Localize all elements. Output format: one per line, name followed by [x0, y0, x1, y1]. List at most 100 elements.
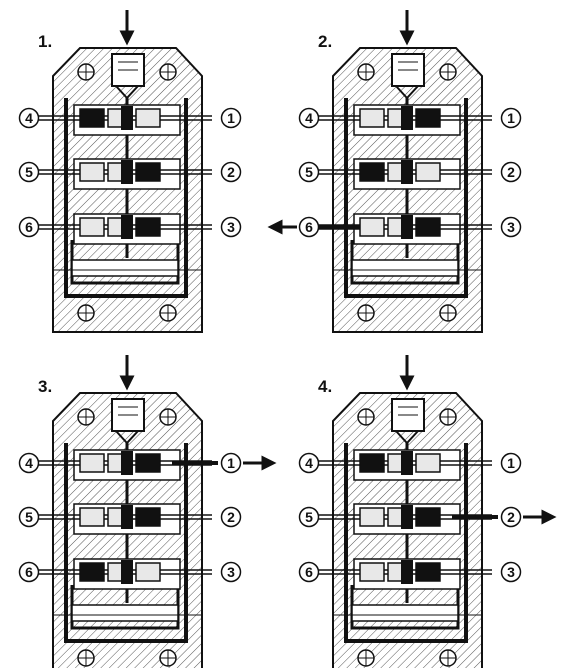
port-left-6: 6	[298, 216, 320, 238]
port-number: 2	[227, 509, 235, 525]
port-right-3: 3	[500, 561, 522, 583]
crosshair-circle-icon	[357, 63, 375, 81]
port-right-2: 2	[220, 506, 242, 528]
port-number: 2	[507, 164, 515, 180]
port-right-1: 1	[500, 452, 522, 474]
crosshair-circle-icon	[159, 304, 177, 322]
step-label: 1.	[38, 32, 52, 51]
spool-center	[401, 215, 413, 239]
return-channel	[344, 98, 468, 298]
bottom-chamber	[71, 259, 179, 277]
spool-land	[415, 217, 441, 237]
spool-land	[135, 507, 161, 527]
spool-center	[121, 106, 133, 130]
port-left-5: 5	[298, 161, 320, 183]
spool-land	[135, 162, 161, 182]
port-number: 2	[227, 164, 235, 180]
port-number: 5	[25, 509, 33, 525]
port-left-4: 4	[298, 107, 320, 129]
spool-center	[121, 160, 133, 184]
spool-land	[359, 507, 385, 527]
spool-land	[79, 453, 105, 473]
spool-land	[135, 217, 161, 237]
bottom-chamber	[351, 259, 459, 277]
port-right-3: 3	[220, 561, 242, 583]
port-number: 4	[305, 110, 313, 126]
crosshair-circle-icon	[159, 408, 177, 426]
spool-land	[359, 562, 385, 582]
spool-center	[121, 215, 133, 239]
crosshair-circle-icon	[77, 304, 95, 322]
port-left-6: 6	[18, 561, 40, 583]
spool-center	[121, 505, 133, 529]
spool-row-2	[38, 503, 212, 535]
spool-center	[121, 560, 133, 584]
spool-center	[401, 106, 413, 130]
port-number: 3	[227, 564, 235, 580]
spool-row-2	[38, 158, 212, 190]
port-number: 1	[507, 110, 515, 126]
port-number: 6	[25, 219, 33, 235]
spool-land	[79, 108, 105, 128]
bottom-chamber	[351, 604, 459, 622]
port-number: 2	[507, 509, 515, 525]
valve-panel-3: 3. 4 5 6 1 2 3	[18, 355, 277, 668]
spool-row-1	[38, 104, 212, 136]
step-label: 2.	[318, 32, 332, 51]
port-left-6: 6	[18, 216, 40, 238]
return-channel	[344, 443, 468, 643]
port-right-1: 1	[220, 107, 242, 129]
port-number: 6	[25, 564, 33, 580]
spool-center	[401, 160, 413, 184]
port-left-6: 6	[298, 561, 320, 583]
port-number: 1	[227, 455, 235, 471]
crosshair-circle-icon	[439, 408, 457, 426]
spool-land	[415, 507, 441, 527]
port-left-5: 5	[18, 161, 40, 183]
step-label: 3.	[38, 377, 52, 396]
return-channel	[64, 443, 188, 643]
port-left-5: 5	[18, 506, 40, 528]
crosshair-circle-icon	[439, 304, 457, 322]
crosshair-circle-icon	[77, 63, 95, 81]
port-number: 6	[305, 219, 313, 235]
spool-land	[359, 453, 385, 473]
spool-row-1	[318, 449, 492, 481]
crosshair-circle-icon	[439, 649, 457, 667]
crosshair-circle-icon	[357, 304, 375, 322]
port-right-2: 2	[500, 506, 522, 528]
port-left-5: 5	[298, 506, 320, 528]
spool-center	[121, 451, 133, 475]
return-channel	[64, 98, 188, 298]
port-number: 4	[25, 455, 33, 471]
spool-land	[415, 108, 441, 128]
spool-land	[79, 562, 105, 582]
port-right-2: 2	[220, 161, 242, 183]
spool-center	[401, 451, 413, 475]
spool-land	[135, 108, 161, 128]
spool-land	[415, 453, 441, 473]
valve-panel-1: 1. 4 5 6 1 2 3	[18, 10, 242, 333]
port-left-4: 4	[18, 107, 40, 129]
spool-land	[135, 562, 161, 582]
port-number: 4	[305, 455, 313, 471]
spool-row-3	[318, 558, 492, 590]
spool-row-2	[318, 158, 492, 190]
port-right-1: 1	[500, 107, 522, 129]
spool-land	[359, 217, 385, 237]
crosshair-circle-icon	[439, 63, 457, 81]
spool-land	[415, 562, 441, 582]
port-left-4: 4	[298, 452, 320, 474]
port-number: 4	[25, 110, 33, 126]
crosshair-circle-icon	[357, 649, 375, 667]
crosshair-circle-icon	[77, 649, 95, 667]
port-number: 1	[507, 455, 515, 471]
spool-center	[401, 505, 413, 529]
spool-land	[359, 162, 385, 182]
port-right-3: 3	[220, 216, 242, 238]
spool-center	[401, 560, 413, 584]
spool-row-1	[318, 104, 492, 136]
